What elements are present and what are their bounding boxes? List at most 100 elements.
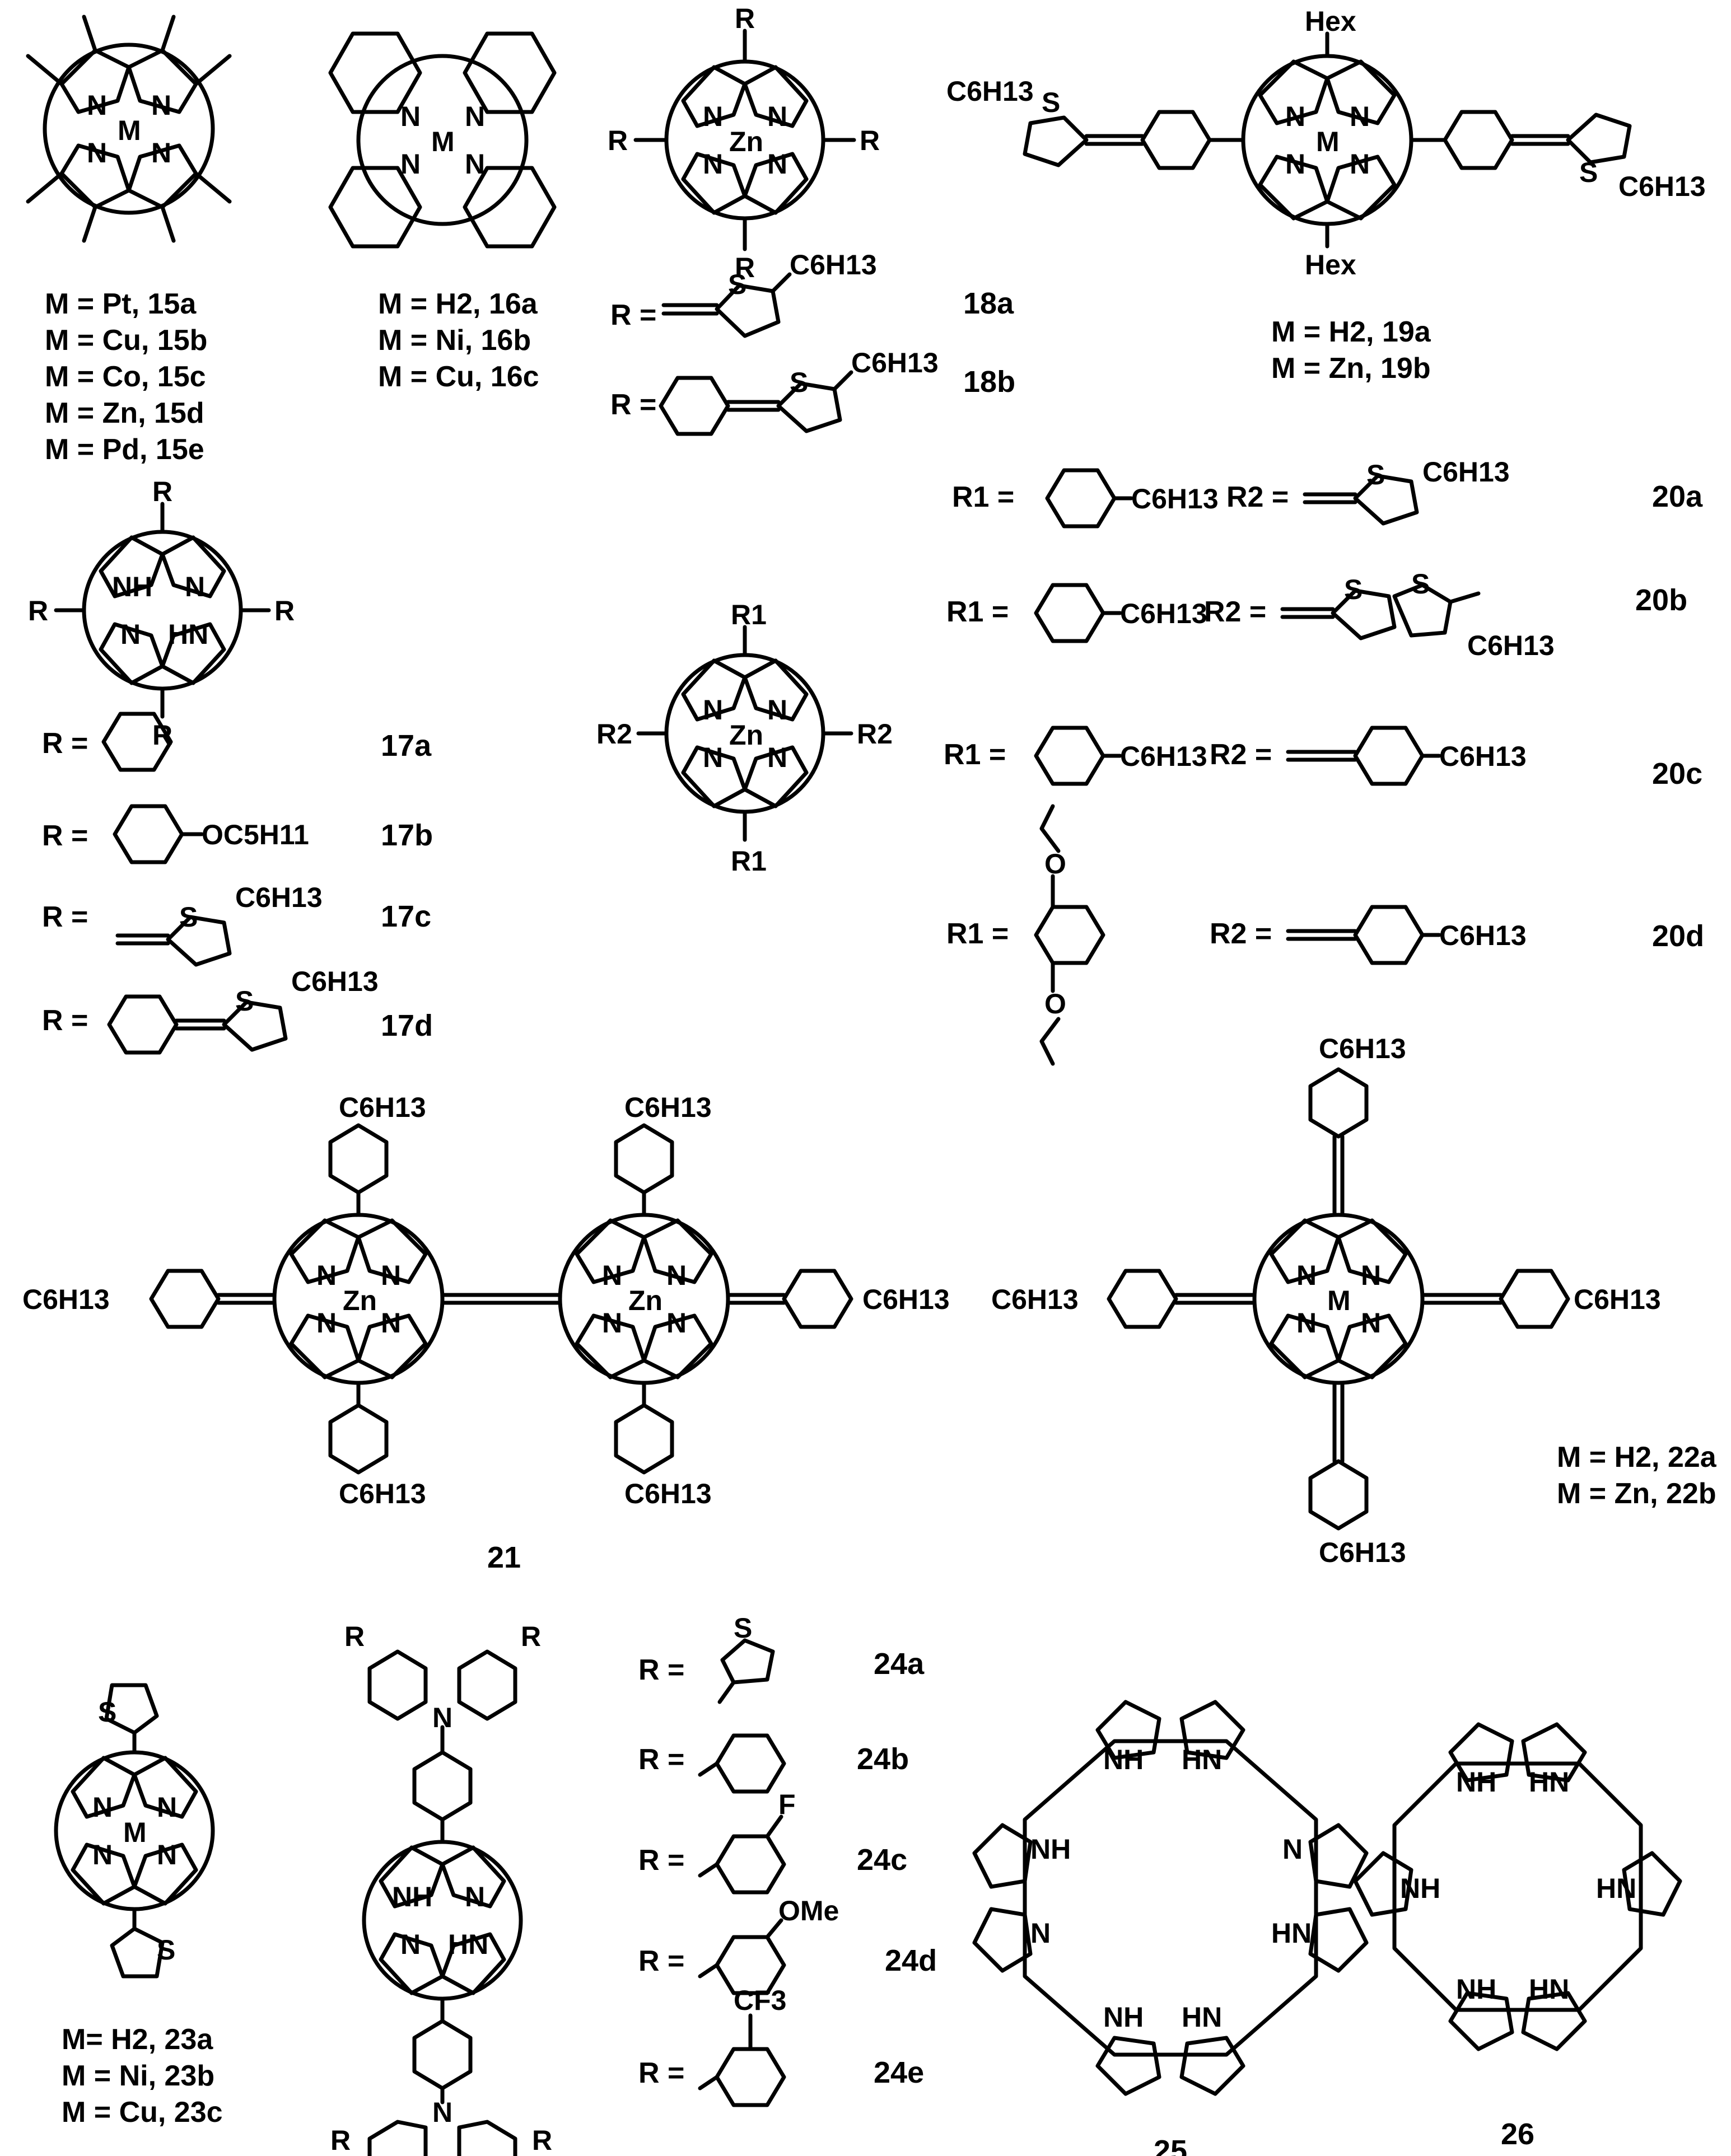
pyrrole-ring xyxy=(972,1823,1033,1889)
compound-label: M = Ni, 16b xyxy=(378,324,531,357)
compound-18-structure: R R R R N N N N Zn xyxy=(608,3,880,283)
atom-label: S xyxy=(98,1696,116,1728)
compound-label: M = H2, 16a xyxy=(378,288,538,320)
substituent-label: OC5H11 xyxy=(202,819,309,850)
metal-label: Zn xyxy=(628,1285,662,1316)
pyrrole-ring xyxy=(356,1313,428,1379)
hexyl-label: C6H13 xyxy=(1131,483,1219,515)
pyrrole-ring xyxy=(379,1845,445,1909)
atom-label: NH xyxy=(1456,1766,1496,1798)
compound-23-labels: M= H2, 23a M = Ni, 23b M = Cu, 23c xyxy=(62,2023,223,2129)
hexyl-label: C6H13 xyxy=(1319,1033,1406,1064)
compound-17-substituents: R = 17a R = OC5H11 17b R = S C6H13 17c R… xyxy=(42,712,433,1055)
compound-16-labels: M = H2, 16a M = Ni, 16b M = Cu, 16c xyxy=(378,288,539,393)
compound-id: 20b xyxy=(1635,583,1687,617)
metal-label: M xyxy=(1316,126,1340,157)
porphyrin-core-ring xyxy=(1252,1213,1425,1385)
pyrrole-ring xyxy=(1308,1823,1369,1889)
pyrrole-ring xyxy=(743,658,809,722)
compound-label: M = Cu, 16c xyxy=(378,361,539,393)
atom-label: NH xyxy=(1103,1744,1144,1775)
pyrrole-ring xyxy=(1325,59,1397,125)
substituent-label: OMe xyxy=(778,1895,839,1926)
thiophene-ring xyxy=(1331,588,1397,640)
hexyl-label: C6H13 xyxy=(991,1284,1079,1315)
r1-equals-label: R1 = xyxy=(944,738,1006,771)
hexyl-label: C6H13 xyxy=(1574,1284,1661,1315)
pyrrole-ring xyxy=(1308,1907,1369,1973)
r-equals-label: R = xyxy=(638,1844,684,1877)
compound-15-labels: M = Pt, 15a M = Cu, 15b M = Co, 15c M = … xyxy=(45,288,207,466)
substituent-label: R1 xyxy=(731,599,767,630)
r-equals-label: R = xyxy=(610,299,656,331)
atom-label: N xyxy=(157,1792,177,1823)
compound-19-labels: M = H2, 19a M = Zn, 19b xyxy=(1271,316,1431,385)
ethoxy-chain xyxy=(1039,1017,1061,1066)
phenyl-ring xyxy=(1353,726,1425,786)
atom-label: HN xyxy=(1182,1744,1222,1775)
atom-label: N xyxy=(1282,1834,1303,1865)
atom-label: S xyxy=(235,985,254,1017)
phenyl-ring xyxy=(101,712,173,772)
compound-id: 26 xyxy=(1501,2117,1534,2151)
compound-label: M = H2, 19a xyxy=(1271,316,1431,348)
ethyl-substituent xyxy=(160,205,176,243)
substituent-label: R1 xyxy=(731,845,767,877)
compound-16-structure: N N N N M xyxy=(328,31,557,249)
substituent-label: R xyxy=(608,125,628,156)
phenyl-ring xyxy=(1107,1269,1178,1329)
atom-label: HN xyxy=(1529,1973,1569,2005)
substituent-label: R xyxy=(735,3,755,34)
atom-label: N xyxy=(87,137,107,169)
hexyl-bond xyxy=(832,370,853,391)
compound-18-substituents: R = S C6H13 18a R = S C6H13 18b xyxy=(610,249,1015,436)
phenyl-ring xyxy=(457,1649,517,1721)
r2-equals-label: R2 = xyxy=(1226,481,1289,513)
atom-label: N xyxy=(602,1307,622,1339)
atom-label: N xyxy=(767,101,787,132)
phenyl-ring xyxy=(328,1123,389,1195)
atom-label: N xyxy=(767,694,787,726)
compound-id: 24b xyxy=(857,1742,909,1776)
substituent-label: CF3 xyxy=(734,1985,786,2016)
thiophene-ring xyxy=(1353,474,1419,526)
atom-label: N xyxy=(767,742,787,773)
atom-label: N xyxy=(465,1881,485,1912)
atom-label: N xyxy=(1296,1260,1317,1291)
pyrrole-ring xyxy=(356,1218,428,1284)
macrocycle-outline xyxy=(1023,1739,1318,2057)
pyrrole-ring xyxy=(1179,1700,1245,1760)
ethyl-substituent xyxy=(26,171,64,204)
atom-label: N xyxy=(381,1307,401,1339)
hexyl-label: C6H13 xyxy=(862,1284,950,1315)
porphyrin-core-ring xyxy=(43,43,215,215)
r-equals-label: R = xyxy=(42,901,88,933)
compound-19-structure: Hex Hex N N N N M S C6H13 S C6H13 xyxy=(946,6,1706,280)
atom-label: HN xyxy=(1529,1766,1569,1798)
thiophene-ring xyxy=(1023,115,1089,167)
phenyl-ring xyxy=(715,1733,786,1794)
phenyl-ring xyxy=(1045,468,1117,529)
attachment-bond xyxy=(698,1761,719,1777)
metal-label: Zn xyxy=(729,126,763,157)
hexyl-label: C6H13 xyxy=(1618,171,1706,202)
thiophene-ring xyxy=(104,1683,159,1735)
compound-id: 18a xyxy=(963,287,1014,320)
attachment-bond xyxy=(698,2075,719,2090)
phenyl-ring xyxy=(659,376,730,436)
atom-label: N xyxy=(381,1260,401,1291)
atom-label: N xyxy=(465,101,485,132)
compound-label: M = Cu, 15b xyxy=(45,324,207,357)
pyrrole-ring xyxy=(1258,59,1329,125)
phenyl-ring xyxy=(1308,1459,1369,1531)
phenyl-ring xyxy=(1443,110,1514,170)
pyrrole-ring xyxy=(1269,1313,1341,1379)
phenyl-ring xyxy=(1499,1269,1570,1329)
atom-label: N xyxy=(703,101,723,132)
r2-equals-label: R2 = xyxy=(1210,918,1272,950)
pyrrole-ring xyxy=(1336,1218,1408,1284)
atom-label: N xyxy=(157,1839,177,1870)
pyrrole-ring xyxy=(127,48,198,114)
ethyl-substituent xyxy=(82,15,97,53)
ethyl-substituent xyxy=(82,205,97,243)
